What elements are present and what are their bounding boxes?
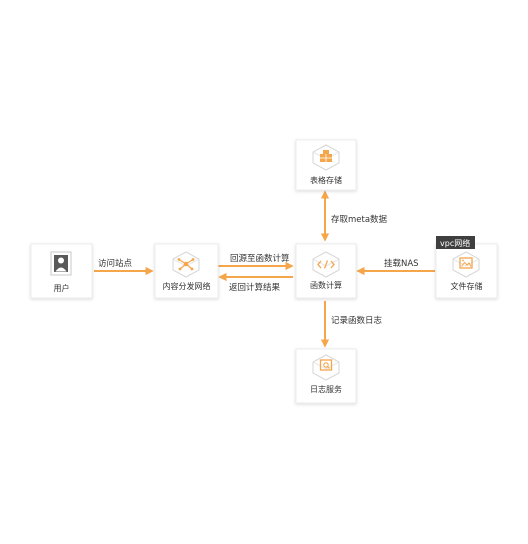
- edge-function-compute-table-store: 存取meta数据: [320, 190, 388, 242]
- cdn-network-icon: [172, 251, 200, 278]
- edge-label-return-result: 返回计算结果: [229, 282, 281, 293]
- node-label-user: 用户: [54, 283, 70, 293]
- node-cdn: 内容分发网络: [154, 243, 219, 299]
- edge-function-compute-to-cdn: 返回计算结果: [218, 272, 293, 293]
- node-label-function-compute: 函数计算: [310, 280, 342, 290]
- edge-label-log-function: 记录函数日志: [331, 315, 383, 326]
- user-icon: [50, 251, 72, 276]
- edge-user-to-cdn: 访问站点: [94, 258, 154, 276]
- table-store-icon: [312, 144, 340, 171]
- edge-label-visit-site: 访问站点: [98, 258, 133, 269]
- edge-cdn-to-function-compute: 回源至函数计算: [218, 253, 294, 271]
- vpc-network-tag: vpc网络: [436, 236, 475, 249]
- edge-function-compute-to-log: 记录函数日志: [320, 301, 383, 348]
- node-user: 用户: [30, 243, 93, 299]
- edge-label-mount-nas: 挂载NAS: [384, 258, 419, 269]
- node-file-storage: 文件存储 vpc网络: [435, 236, 498, 299]
- node-label-cdn: 内容分发网络: [163, 281, 211, 291]
- vpc-network-tag-label: vpc网络: [440, 238, 470, 248]
- edge-label-access-meta: 存取meta数据: [331, 214, 388, 225]
- node-log-service: 日志服务: [295, 348, 357, 404]
- node-table-store: 表格存储: [295, 139, 357, 191]
- node-label-file-storage: 文件存储: [451, 281, 483, 291]
- node-function-compute: 函数计算: [295, 243, 357, 299]
- node-label-table-store: 表格存储: [310, 175, 342, 185]
- file-storage-icon: [452, 251, 480, 278]
- edge-nas-to-function-compute: 挂载NAS: [356, 258, 435, 276]
- edge-label-origin-to-fc: 回源至函数计算: [230, 253, 290, 264]
- node-label-log-service: 日志服务: [310, 384, 342, 394]
- log-service-icon: [312, 354, 340, 381]
- function-compute-icon: [312, 251, 340, 278]
